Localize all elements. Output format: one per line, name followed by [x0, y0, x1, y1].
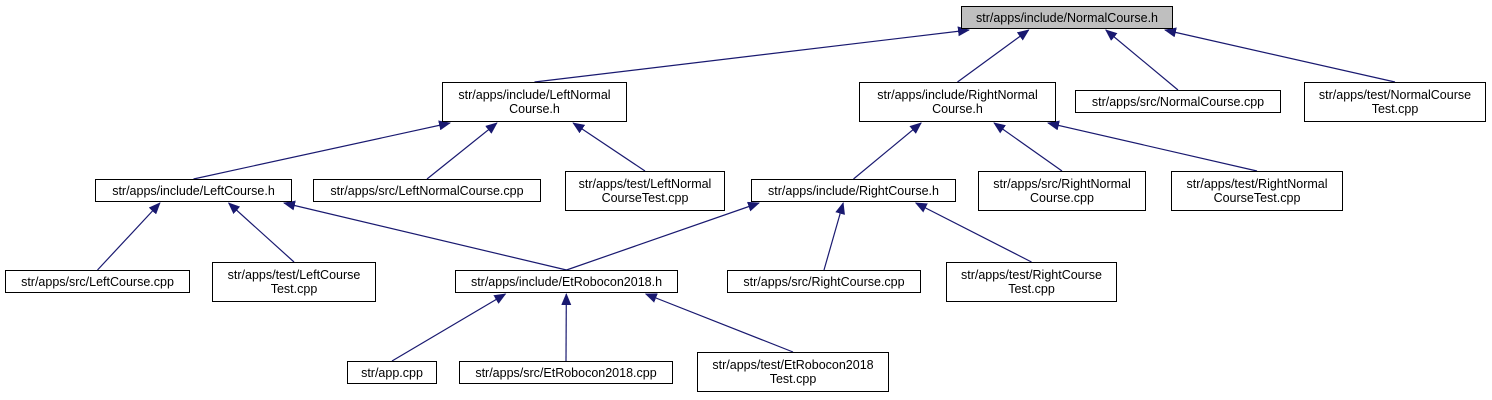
node-label-line-1: str/apps/test/NormalCourse: [1318, 88, 1472, 102]
node-rightcourse-h[interactable]: str/apps/include/RightCourse.h: [751, 179, 956, 202]
node-label: str/apps/src/RightCourse.cpp: [743, 274, 905, 289]
node-label: str/apps/src/LeftCourse.cpp: [21, 274, 174, 289]
edge-leftnormalcourse_h-to-normalcourse_h: [534, 26, 970, 83]
node-etrobocon2018-h[interactable]: str/apps/include/EtRobocon2018.h: [455, 270, 678, 293]
node-label-line-2: CourseTest.cpp: [1213, 191, 1301, 205]
node-rightnormalcoursetest-cpp[interactable]: str/apps/test/RightNormal CourseTest.cpp: [1171, 171, 1343, 211]
edge-normalcourse_cpp-to-normalcourse_h: [1105, 29, 1179, 91]
node-label-line-1: str/apps/src/RightNormal: [993, 177, 1131, 191]
edge-etrobocon2018_h-to-leftcourse_h: [283, 200, 567, 271]
node-label: str/apps/src/NormalCourse.cpp: [1091, 94, 1265, 109]
node-rightnormalcourse-cpp[interactable]: str/apps/src/RightNormal Course.cpp: [978, 171, 1146, 211]
edge-rightcourse_h-to-rightnormalcourse_h: [853, 122, 922, 180]
edge-leftcoursetest_cpp-to-leftcourse_h: [227, 202, 295, 263]
node-leftcoursetest-cpp[interactable]: str/apps/test/LeftCourse Test.cpp: [212, 262, 376, 302]
edge-leftcourse_cpp-to-leftcourse_h: [97, 202, 161, 271]
node-label: str/apps/include/LeftCourse.h: [112, 183, 275, 198]
edge-rightnormalcoursetest_cpp-to-rightnormalcourse_h: [1047, 120, 1258, 172]
node-label-line-2: Test.cpp: [1008, 282, 1055, 296]
edge-leftnormalcoursetest_cpp-to-leftnormalcourse_h: [572, 122, 646, 172]
node-etrobocon2018test-cpp[interactable]: str/apps/test/EtRobocon2018 Test.cpp: [697, 352, 889, 392]
node-label: str/apps/include/NormalCourse.h: [975, 10, 1159, 25]
node-label-line-1: str/apps/test/LeftCourse: [227, 268, 361, 282]
node-label: str/apps/include/RightCourse.h: [768, 183, 939, 198]
node-etrobocon2018-cpp[interactable]: str/apps/src/EtRobocon2018.cpp: [459, 361, 673, 384]
node-label-line-2: Test.cpp: [270, 282, 318, 296]
edge-leftnormalcourse_cpp-to-leftnormalcourse_h: [426, 122, 498, 180]
node-label-line-2: Test.cpp: [1371, 102, 1419, 116]
edge-etrobocon2018test_cpp-to-etrobocon2018_h: [644, 293, 794, 353]
node-label-line-1: str/apps/test/RightNormal: [1186, 177, 1328, 191]
node-rightcourse-cpp[interactable]: str/apps/src/RightCourse.cpp: [727, 270, 921, 293]
node-leftnormalcourse-cpp[interactable]: str/apps/src/LeftNormalCourse.cpp: [313, 179, 541, 202]
node-label: str/apps/include/EtRobocon2018.h: [470, 274, 663, 289]
node-rightnormalcourse-h[interactable]: str/apps/include/RightNormal Course.h: [859, 82, 1056, 122]
node-leftnormalcourse-h[interactable]: str/apps/include/LeftNormal Course.h: [442, 82, 627, 122]
node-label-line-2: CourseTest.cpp: [601, 191, 689, 205]
node-normalcourse-h: str/apps/include/NormalCourse.h: [961, 6, 1173, 29]
node-label-line-2: Course.h: [509, 102, 560, 116]
node-label-line-1: str/apps/test/LeftNormal: [578, 177, 712, 191]
node-rightcoursetest-cpp[interactable]: str/apps/test/RightCourse Test.cpp: [946, 262, 1117, 302]
node-leftcourse-cpp[interactable]: str/apps/src/LeftCourse.cpp: [5, 270, 190, 293]
node-label-line-2: Test.cpp: [769, 372, 817, 386]
edge-normalcoursetest_cpp-to-normalcourse_h: [1164, 27, 1396, 83]
node-normalcoursetest-cpp[interactable]: str/apps/test/NormalCourse Test.cpp: [1304, 82, 1486, 122]
node-label: str/apps/src/LeftNormalCourse.cpp: [330, 183, 524, 198]
node-label-line-1: str/apps/include/RightNormal: [877, 88, 1038, 102]
node-label-line-2: Course.h: [932, 102, 983, 116]
edge-rightnormalcourse_h-to-normalcourse_h: [957, 29, 1030, 83]
node-label-line-1: str/apps/test/EtRobocon2018: [712, 358, 874, 372]
edge-etrobocon2018_h-to-rightcourse_h: [566, 201, 760, 271]
node-leftcourse-h[interactable]: str/apps/include/LeftCourse.h: [95, 179, 292, 202]
edge-rightnormalcourse_cpp-to-rightnormalcourse_h: [993, 122, 1063, 172]
edge-app_cpp-to-etrobocon2018_h: [391, 293, 507, 362]
edge-leftcourse_h-to-leftnormalcourse_h: [193, 120, 451, 180]
node-label-line-1: str/apps/test/RightCourse: [960, 268, 1103, 282]
node-normalcourse-cpp[interactable]: str/apps/src/NormalCourse.cpp: [1075, 90, 1281, 113]
node-label: str/app.cpp: [361, 365, 423, 380]
node-label-line-1: str/apps/include/LeftNormal: [458, 88, 611, 102]
node-label: str/apps/src/EtRobocon2018.cpp: [475, 365, 657, 380]
node-label-line-2: Course.cpp: [1030, 191, 1094, 205]
node-app-cpp[interactable]: str/app.cpp: [347, 361, 437, 384]
edge-rightcourse_cpp-to-rightcourse_h: [823, 202, 845, 271]
node-leftnormalcoursetest-cpp[interactable]: str/apps/test/LeftNormal CourseTest.cpp: [565, 171, 725, 211]
edge-rightcoursetest_cpp-to-rightcourse_h: [914, 202, 1032, 263]
